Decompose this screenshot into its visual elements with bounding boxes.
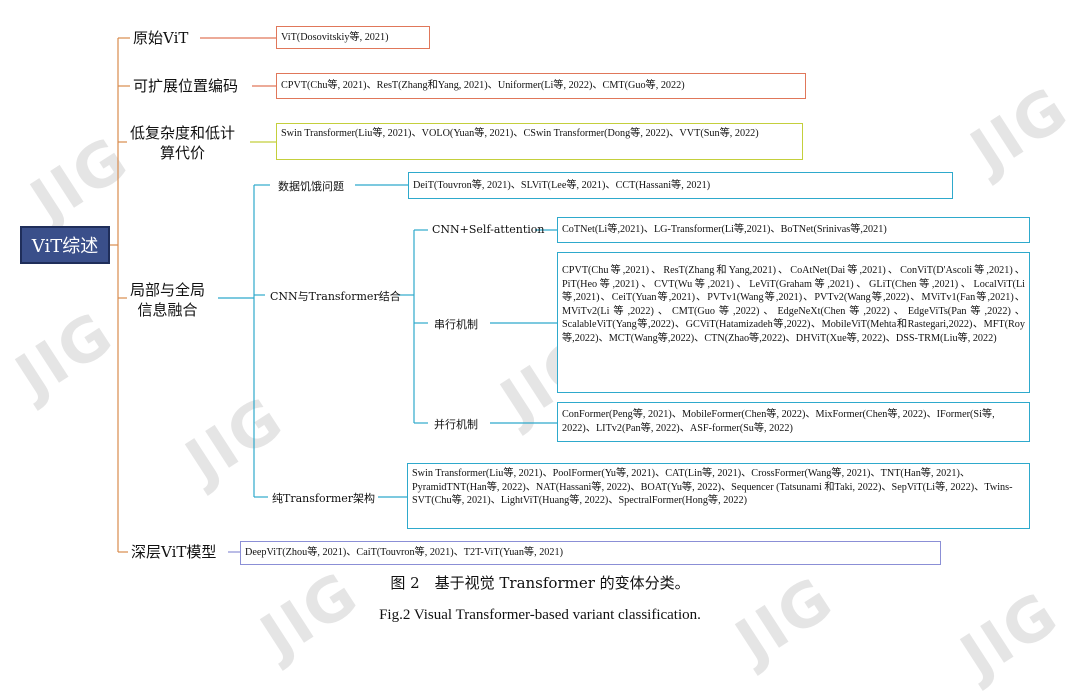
category-line: 低复杂度和低计 [130, 124, 236, 142]
caption-english: Fig.2 Visual Transformer-based variant c… [379, 607, 701, 623]
box-data-hungry: DeiT(Touvron等, 2021)、SLViT(Lee等, 2021)、C… [408, 172, 953, 199]
tree-connectors [110, 37, 557, 553]
subcategory-cnn-transformer: CNN与Transformer结合 [270, 290, 401, 303]
category-deep: 深层ViT模型 [131, 543, 217, 561]
subcategory-cnn-self-attention: CNN+Self-attention [432, 223, 545, 236]
category-line: 局部与全局 [130, 281, 206, 299]
root-node: ViT综述 [20, 226, 110, 264]
category-line: 算代价 [160, 144, 206, 162]
category-fusion: 局部与全局 信息融合 [130, 280, 205, 320]
box-cnn-self-attention: CoTNet(Li等,2021)、LG-Transformer(Li等,2021… [557, 217, 1030, 243]
box-parallel: ConFormer(Peng等, 2021)、MobileFormer(Chen… [557, 402, 1030, 442]
subcategory-pure-transformer: 纯Transformer架构 [272, 492, 376, 505]
category-line: 信息融合 [137, 301, 198, 319]
category-original: 原始ViT [133, 29, 189, 47]
box-deep: DeepViT(Zhou等, 2021)、CaiT(Touvron等, 2021… [240, 541, 941, 565]
box-serial: CPVT(Chu等,2021)、ResT(Zhang和Yang,2021)、Co… [557, 252, 1030, 393]
box-position-encoding: CPVT(Chu等, 2021)、ResT(Zhang和Yang, 2021)、… [276, 73, 806, 99]
category-low-complexity: 低复杂度和低计 算代价 [130, 123, 235, 163]
box-low-complexity: Swin Transformer(Liu等, 2021)、VOLO(Yuan等,… [276, 123, 803, 160]
box-original: ViT(Dosovitskiy等, 2021) [276, 26, 430, 49]
box-pure-transformer: Swin Transformer(Liu等, 2021)、PoolFormer(… [407, 463, 1030, 529]
subcategory-serial: 串行机制 [434, 318, 478, 331]
caption-chinese: 图 2 基于视觉 Transformer 的变体分类。 [390, 574, 690, 592]
subcategory-data-hungry: 数据饥饿问题 [278, 180, 344, 193]
subcategory-parallel: 并行机制 [434, 418, 478, 431]
category-position-encoding: 可扩展位置编码 [133, 77, 239, 95]
